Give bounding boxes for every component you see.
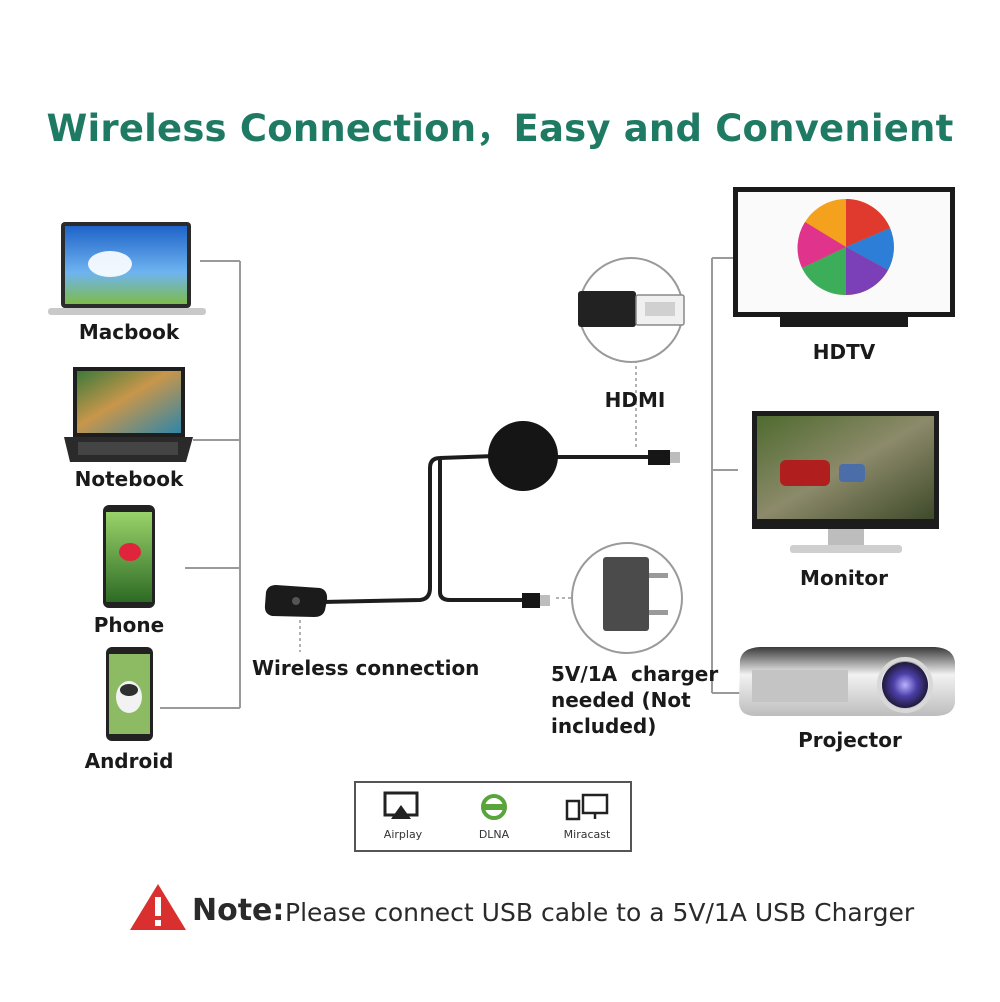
source-label-macbook: Macbook xyxy=(44,320,214,344)
wireless-connection-label: Wireless connection xyxy=(252,656,492,680)
protocol-airplay: Airplay xyxy=(363,783,443,850)
charger-line-1: 5V/1A charger xyxy=(551,662,718,686)
warning-icon xyxy=(128,882,188,932)
hdmi-zoom-circle xyxy=(578,258,684,362)
phone-image xyxy=(103,505,155,608)
protocols-box: Airplay DLNA Miracast xyxy=(354,781,632,852)
usb-plug-small xyxy=(522,593,540,608)
airplay-icon xyxy=(363,783,443,827)
projector-image xyxy=(739,647,955,716)
source-label-notebook: Notebook xyxy=(44,467,214,491)
hdmi-label: HDMI xyxy=(590,388,680,412)
charger-line-3: included) xyxy=(551,714,656,738)
android-image xyxy=(106,647,153,741)
protocol-dlna: DLNA xyxy=(454,783,534,850)
hdmi-plug-small xyxy=(648,450,670,465)
source-label-phone: Phone xyxy=(44,613,214,637)
dlna-label: DLNA xyxy=(454,828,534,841)
charger-zoom-circle xyxy=(572,543,682,653)
hdtv-image xyxy=(733,187,955,327)
note-label: Note: xyxy=(192,893,284,928)
dlna-icon xyxy=(454,783,534,827)
macbook-image xyxy=(48,222,206,315)
miracast-label: Miracast xyxy=(547,828,627,841)
note-text: Please connect USB cable to a 5V/1A USB … xyxy=(285,898,914,927)
source-label-android: Android xyxy=(44,749,214,773)
notebook-image xyxy=(64,367,193,462)
dongle-puck xyxy=(488,421,558,491)
charger-line-2: needed (Not xyxy=(551,688,691,712)
monitor-image xyxy=(752,411,939,553)
note-banner: Note: Please connect USB cable to a 5V/1… xyxy=(128,880,928,936)
output-label-hdtv: HDTV xyxy=(764,340,924,364)
protocol-miracast: Miracast xyxy=(547,783,627,850)
charger-note: 5V/1A charger needed (Not included) xyxy=(551,661,711,739)
output-connector-lines xyxy=(712,258,740,693)
output-label-projector: Projector xyxy=(770,728,930,752)
miracast-icon xyxy=(547,783,627,827)
output-label-monitor: Monitor xyxy=(764,566,924,590)
airplay-label: Airplay xyxy=(363,828,443,841)
